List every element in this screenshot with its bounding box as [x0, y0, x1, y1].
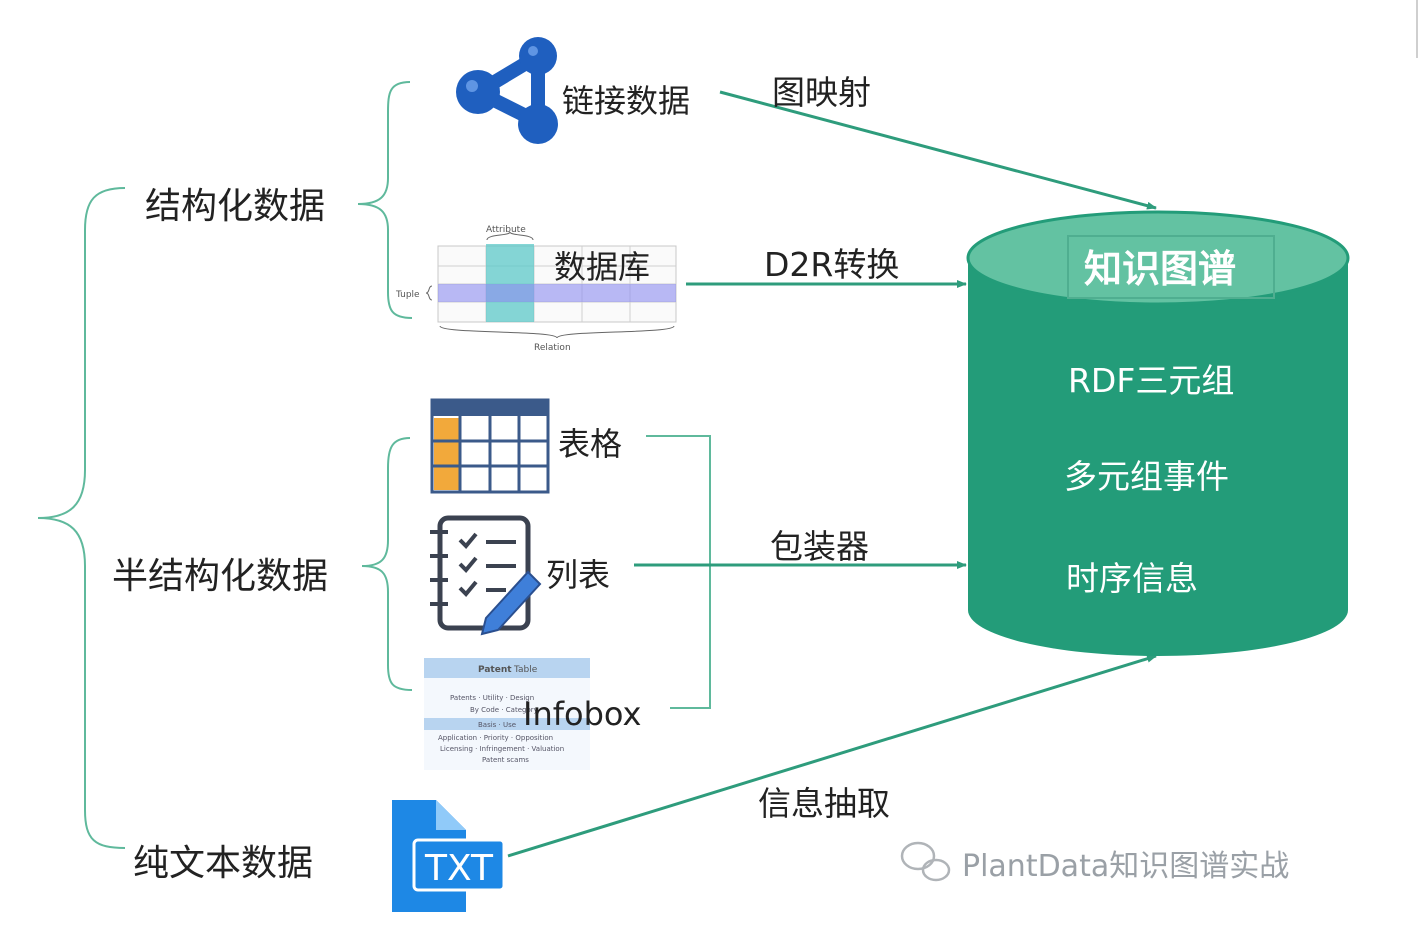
tuple-label: Tuple	[395, 290, 420, 300]
kg-item-events: 多元组事件	[1064, 457, 1229, 496]
semi-structured-brace	[361, 437, 413, 691]
category-plain-text: 纯文本数据	[133, 843, 313, 884]
main-brace	[37, 187, 126, 849]
wrapper-bracket	[646, 435, 711, 709]
method-wrapper: 包装器	[770, 527, 869, 566]
infobox-line-1: Patents · Utility · Design	[450, 694, 534, 702]
source-database: 数据库	[554, 248, 650, 286]
category-structured: 结构化数据	[145, 186, 325, 227]
infobox-title: Patent	[478, 665, 512, 675]
watermark-text: PlantData知识图谱实战	[962, 849, 1289, 884]
knowledge-graph-cylinder: 知识图谱 RDF三元组 多元组事件 时序信息	[966, 210, 1350, 656]
source-table: 表格	[558, 425, 622, 463]
infobox-thumbnail: Patent Table Patents · Utility · Design …	[424, 658, 590, 770]
infobox-line-2: By Code · Category	[470, 706, 538, 714]
infobox-line-5: Licensing · Infringement · Valuation	[440, 745, 564, 753]
source-infobox: Infobox	[523, 695, 641, 733]
method-d2r: D2R转换	[764, 245, 899, 284]
category-semi-structured: 半结构化数据	[112, 556, 328, 597]
infobox-line-4: Application · Priority · Opposition	[438, 734, 553, 742]
kg-item-temporal: 时序信息	[1066, 559, 1198, 598]
table-icon	[430, 398, 550, 494]
linked-data-icon	[456, 37, 558, 144]
wechat-icon	[900, 841, 951, 882]
knowledge-graph-title: 知识图谱	[1084, 247, 1236, 291]
infobox-title-suffix: Table	[513, 665, 538, 675]
relation-label: Relation	[534, 343, 571, 353]
checklist-icon	[430, 515, 542, 636]
attribute-label: Attribute	[486, 225, 526, 235]
kg-item-rdf: RDF三元组	[1068, 361, 1234, 400]
source-list: 列表	[546, 556, 610, 594]
txt-file-icon: TXT	[392, 800, 506, 912]
structured-brace	[357, 81, 413, 319]
arrow-text	[507, 654, 1157, 858]
method-graph-mapping: 图映射	[772, 73, 871, 112]
txt-icon-label: TXT	[424, 848, 494, 889]
infobox-line-6: Patent scams	[482, 756, 529, 764]
infobox-line-3: Basis · Use	[478, 721, 516, 729]
source-linked-data: 链接数据	[562, 82, 690, 120]
method-extraction: 信息抽取	[758, 784, 890, 823]
watermark: PlantData知识图谱实战	[900, 841, 1289, 884]
database-table-icon: Attribute Tuple Relation	[395, 225, 677, 353]
arrow-linked-data	[719, 90, 1157, 210]
